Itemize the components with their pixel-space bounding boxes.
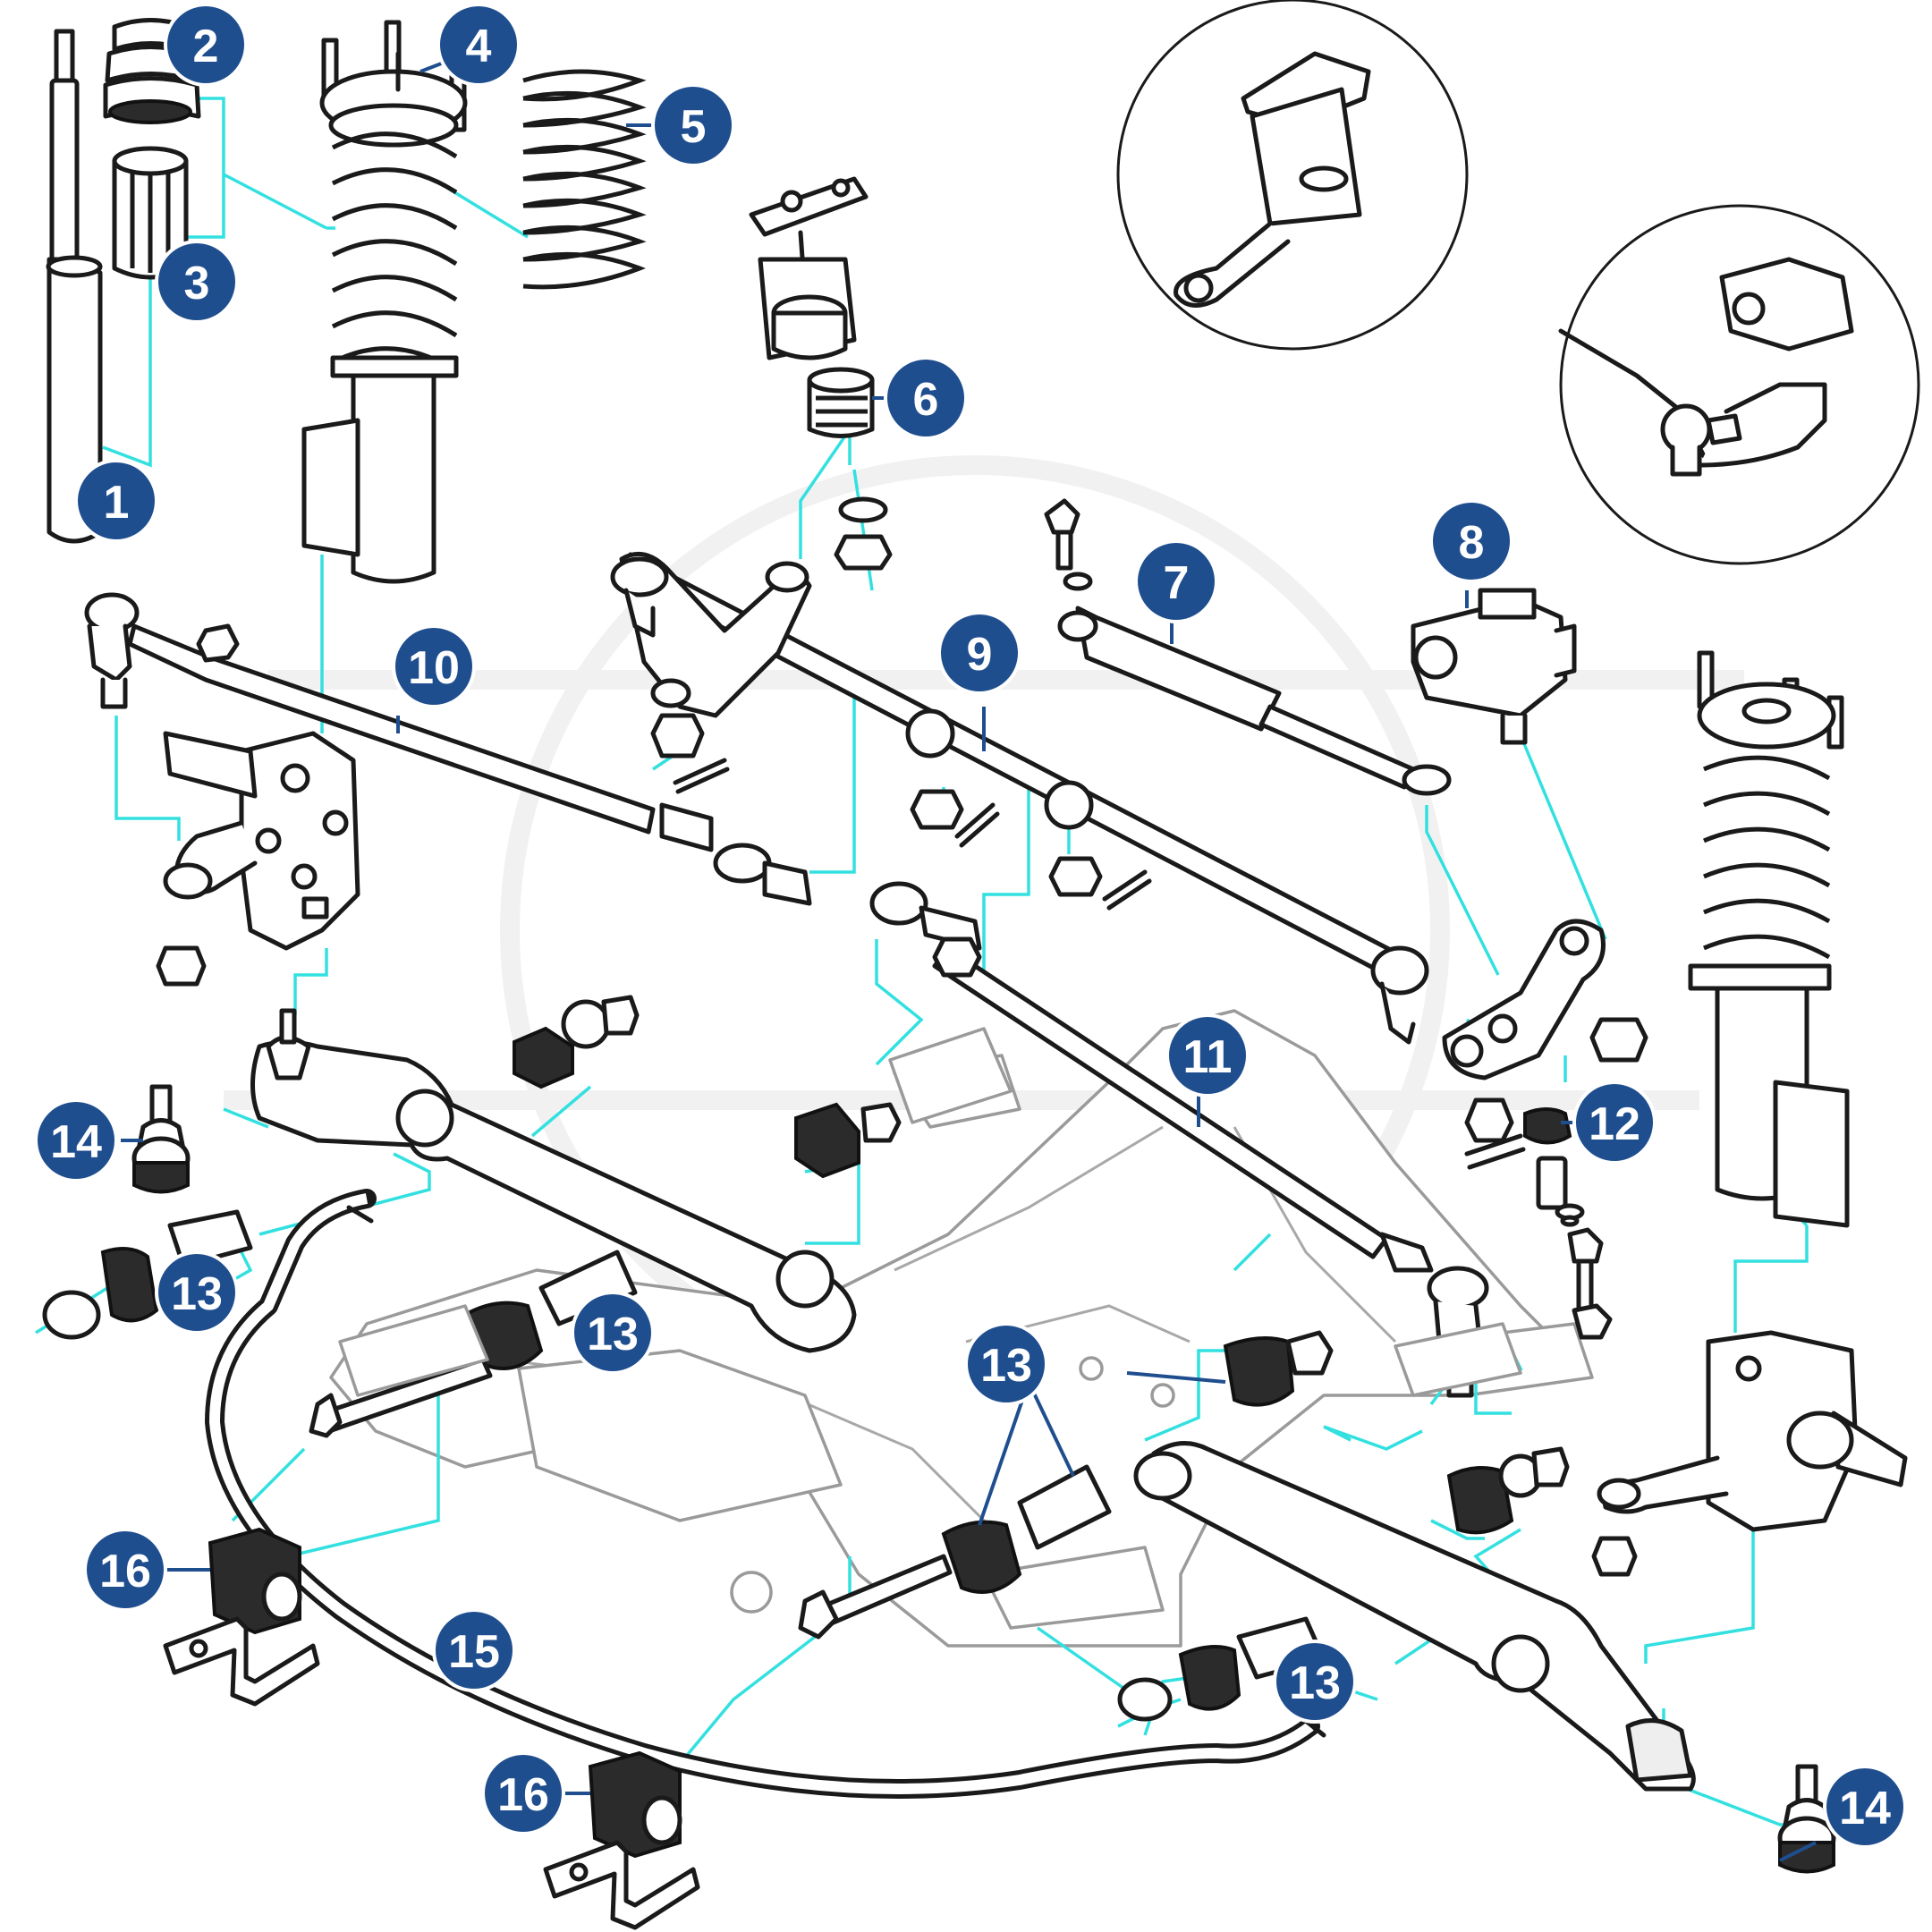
steering-knuckle-left bbox=[156, 731, 360, 987]
svg-text:16: 16 bbox=[497, 1769, 549, 1821]
idler-arm bbox=[610, 551, 812, 794]
callout-badge-15: 15 bbox=[432, 1608, 516, 1692]
detail-circle-right bbox=[1558, 204, 1920, 565]
callout-badge-12: 12 bbox=[1572, 1080, 1657, 1165]
steering-knuckle-right bbox=[1591, 1330, 1908, 1577]
callout-badge-13a: 13 bbox=[155, 1250, 239, 1335]
svg-text:3: 3 bbox=[184, 258, 210, 309]
svg-text:12: 12 bbox=[1589, 1098, 1640, 1150]
callout-badge-8: 8 bbox=[1429, 499, 1513, 583]
sway-bar bbox=[205, 1189, 1326, 1799]
callout-badge-1: 1 bbox=[74, 459, 158, 543]
callout-badge-3: 3 bbox=[155, 240, 239, 324]
callout-badge-14b: 14 bbox=[1823, 1765, 1907, 1849]
svg-text:13: 13 bbox=[1289, 1657, 1341, 1709]
ball-joint-left bbox=[131, 1084, 191, 1194]
strut-assembly-left bbox=[301, 20, 468, 584]
steering-damper bbox=[1044, 498, 1452, 796]
svg-text:1: 1 bbox=[104, 477, 130, 529]
svg-text:13: 13 bbox=[980, 1340, 1032, 1392]
svg-text:4: 4 bbox=[466, 21, 492, 72]
callout-badge-16a: 16 bbox=[83, 1528, 167, 1612]
svg-text:8: 8 bbox=[1459, 517, 1485, 569]
sway-bar-bracket-right bbox=[543, 1750, 700, 1930]
callout-badge-14a: 14 bbox=[34, 1098, 118, 1182]
lca-bushing-inner-left bbox=[794, 1102, 902, 1179]
callout-badge-13b: 13 bbox=[571, 1291, 655, 1375]
callout-badge-11: 11 bbox=[1165, 1013, 1250, 1097]
callout-badge-7: 7 bbox=[1134, 539, 1218, 623]
callout-badge-6: 6 bbox=[884, 356, 968, 440]
svg-text:6: 6 bbox=[913, 374, 939, 426]
callout-badge-16b: 16 bbox=[481, 1751, 565, 1835]
steering-gearbox bbox=[1411, 588, 1577, 745]
steering-box-bushing bbox=[1523, 1107, 1613, 1340]
svg-text:16: 16 bbox=[99, 1546, 151, 1597]
lca-bushing-upper-left bbox=[513, 995, 640, 1089]
callout-badge-13d: 13 bbox=[1273, 1640, 1357, 1724]
tie-rod-left bbox=[84, 592, 812, 906]
svg-text:9: 9 bbox=[967, 629, 993, 681]
pitman-nut-right bbox=[1589, 1017, 1648, 1063]
pitman-arm bbox=[1442, 919, 1606, 1170]
svg-text:13: 13 bbox=[171, 1268, 223, 1320]
lower-control-arm-right bbox=[1133, 1441, 1696, 1792]
bushing-set-far-left bbox=[42, 1209, 253, 1340]
bump-stop bbox=[103, 18, 201, 124]
callout-badge-9: 9 bbox=[937, 611, 1021, 695]
idler-bushing bbox=[807, 367, 875, 438]
svg-text:5: 5 bbox=[681, 101, 707, 153]
callout-badge-4: 4 bbox=[436, 3, 521, 87]
coil-spring bbox=[522, 69, 647, 290]
callout-badge-13c: 13 bbox=[964, 1322, 1048, 1406]
svg-text:11: 11 bbox=[1183, 1031, 1233, 1083]
svg-text:10: 10 bbox=[408, 642, 460, 694]
bushing-set-right-center bbox=[798, 1464, 1112, 1640]
svg-text:13: 13 bbox=[587, 1309, 639, 1360]
lower-control-arm-left bbox=[250, 1008, 857, 1353]
svg-text:14: 14 bbox=[50, 1116, 102, 1168]
subframe-mount-left bbox=[338, 1027, 1522, 1397]
svg-text:7: 7 bbox=[1164, 557, 1190, 609]
detail-circle-left bbox=[1116, 0, 1469, 351]
svg-text:14: 14 bbox=[1839, 1783, 1891, 1835]
idler-arm-bracket bbox=[749, 176, 869, 360]
strut-assembly-right bbox=[1688, 650, 1850, 1228]
bushing-set-right-upper bbox=[1223, 1330, 1334, 1407]
dust-boot bbox=[112, 146, 189, 280]
callout-badge-5: 5 bbox=[651, 83, 735, 167]
callout-badge-10: 10 bbox=[392, 624, 476, 708]
svg-text:15: 15 bbox=[448, 1626, 500, 1678]
bushing-set-far-right bbox=[1446, 1446, 1570, 1535]
shock-insert bbox=[46, 29, 103, 544]
svg-text:2: 2 bbox=[193, 21, 219, 72]
sway-bar-bracket-left bbox=[163, 1527, 320, 1707]
ball-joint-right bbox=[1777, 1764, 1836, 1874]
idler-washer-nut bbox=[834, 496, 893, 571]
callout-badge-2: 2 bbox=[164, 3, 248, 87]
